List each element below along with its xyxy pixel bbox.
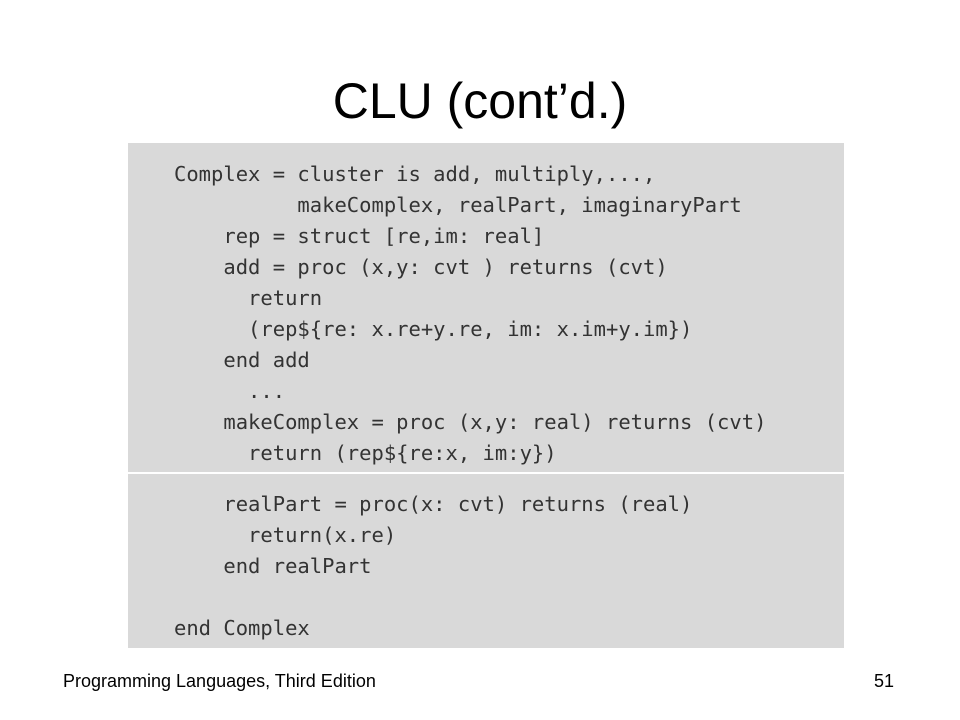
footer-book-title: Programming Languages, Third Edition — [63, 671, 376, 691]
code-line: ... — [174, 379, 286, 403]
code-panel-bottom: realPart = proc(x: cvt) returns (real) r… — [128, 474, 844, 648]
code-panel-top: Complex = cluster is add, multiply,..., … — [128, 143, 844, 472]
code-line: add = proc (x,y: cvt ) returns (cvt) — [174, 255, 668, 279]
code-line: makeComplex, realPart, imaginaryPart — [174, 193, 742, 217]
slide-title: CLU (cont’d.) — [332, 73, 628, 129]
code-line: end add — [174, 348, 310, 372]
page-number: 51 — [873, 671, 894, 691]
code-line: end realPart — [174, 554, 372, 578]
code-line: Complex = cluster is add, multiply,..., — [174, 162, 656, 186]
code-line: rep = struct [re,im: real] — [174, 224, 545, 248]
code-line: return (rep${re:x, im:y}) — [174, 441, 557, 465]
code-line: return — [174, 286, 323, 310]
code-line: end Complex — [174, 616, 310, 640]
code-line: (rep${re: x.re+y.re, im: x.im+y.im}) — [174, 317, 693, 341]
code-line: realPart = proc(x: cvt) returns (real) — [174, 492, 693, 516]
code-line: makeComplex = proc (x,y: real) returns (… — [174, 410, 767, 434]
code-line: return(x.re) — [174, 523, 397, 547]
